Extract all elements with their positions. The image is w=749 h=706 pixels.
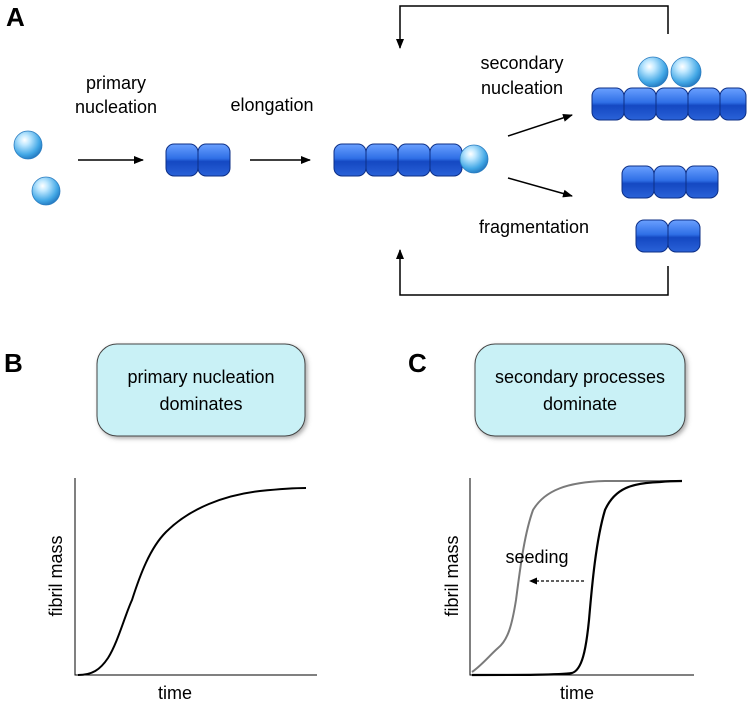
fibril-unit — [623, 87, 657, 121]
monomer — [459, 144, 489, 174]
fibril-unit — [687, 87, 721, 121]
fragment-trimer — [621, 165, 719, 199]
fibril-unit — [685, 165, 719, 199]
seeded-curve-c — [471, 479, 680, 673]
elongating-fibril — [333, 143, 489, 177]
fibril-unit — [429, 143, 463, 177]
box-b-line1: primary nucleation — [127, 367, 274, 387]
arrow-fragmentation — [507, 177, 573, 198]
axes-b — [74, 478, 317, 676]
panel-c-letter: C — [408, 348, 427, 378]
panel-a: A primary nucleation elongation second — [6, 2, 747, 296]
feedback-arrow-bottom — [396, 249, 669, 296]
growth-curve-b — [77, 487, 307, 676]
label-primary-nucleation-line2: nucleation — [75, 97, 157, 117]
fibril-with-adsorbed-monomers — [591, 56, 747, 121]
fibril-unit — [653, 165, 687, 199]
condition-box-c — [474, 343, 686, 437]
box-b-line2: dominates — [159, 394, 242, 414]
ylabel-b: fibril mass — [46, 535, 66, 616]
fibril-unit — [397, 143, 431, 177]
monomer — [13, 130, 43, 160]
fibril-unit — [655, 87, 689, 121]
monomer — [31, 176, 61, 206]
panel-a-letter: A — [6, 2, 25, 32]
fibril-unit — [333, 143, 367, 177]
axes-c — [469, 478, 694, 676]
arrow-secondary-nucleation — [507, 114, 573, 137]
condition-box-b — [96, 343, 306, 437]
box-c-line2: dominate — [543, 394, 617, 414]
panel-c: C secondary processes dominate fibril ma… — [408, 343, 694, 703]
feedback-arrow-top — [396, 5, 669, 49]
label-secondary-nucleation-line2: nucleation — [481, 78, 563, 98]
nucleus-dimer — [165, 143, 231, 177]
fragment-dimer — [635, 219, 701, 253]
fibril-unit — [719, 87, 747, 121]
panel-b-letter: B — [4, 348, 23, 378]
fibril-unit — [365, 143, 399, 177]
label-elongation: elongation — [230, 95, 313, 115]
fibril-unit — [591, 87, 625, 121]
fibril-unit — [621, 165, 655, 199]
xlabel-c: time — [560, 683, 594, 703]
label-fragmentation: fragmentation — [479, 217, 589, 237]
monomer — [637, 56, 669, 88]
label-primary-nucleation-line1: primary — [86, 73, 146, 93]
monomer — [670, 56, 702, 88]
label-secondary-nucleation-line1: secondary — [480, 53, 563, 73]
ylabel-c: fibril mass — [442, 535, 462, 616]
fibril-unit — [165, 143, 199, 177]
seeding-label: seeding — [505, 547, 568, 567]
xlabel-b: time — [158, 683, 192, 703]
unseeded-curve-c — [471, 479, 683, 677]
panel-b: B primary nucleation dominates fibril ma… — [4, 343, 317, 703]
box-c-line1: secondary processes — [495, 367, 665, 387]
fibril-unit — [667, 219, 701, 253]
fibril-unit — [197, 143, 231, 177]
fibril-unit — [635, 219, 669, 253]
